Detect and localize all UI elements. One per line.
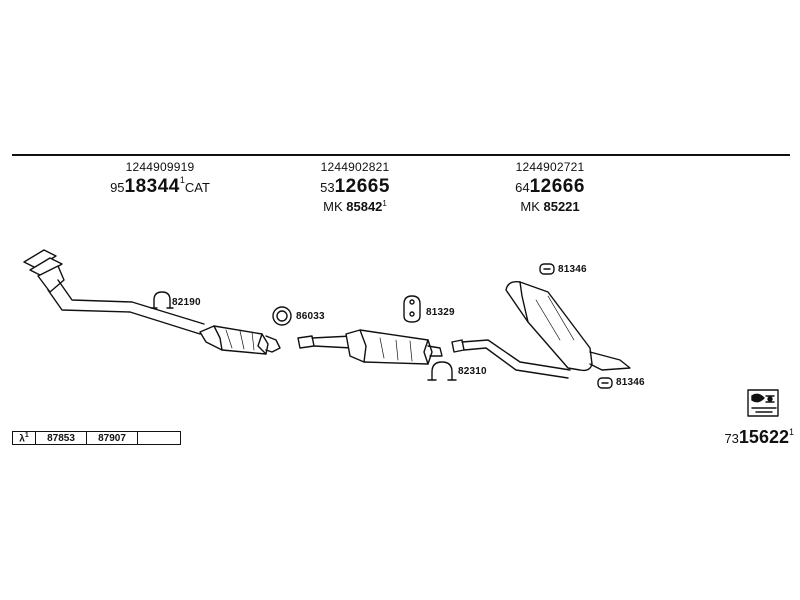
clamp-1-icon bbox=[150, 291, 174, 309]
header-rule bbox=[12, 154, 790, 156]
ref-code-empty bbox=[137, 430, 181, 446]
part-number-2: 5312665 bbox=[275, 176, 435, 198]
rear-silencer bbox=[451, 280, 631, 379]
oe-number-2: 1244902821 bbox=[320, 160, 390, 174]
clamp-2-icon bbox=[427, 361, 457, 381]
part-prefix-1: 95 bbox=[110, 180, 125, 195]
mk-label-2: MK bbox=[323, 199, 343, 214]
catalytic-converter bbox=[199, 325, 281, 355]
hanger-bottom-icon bbox=[597, 377, 613, 389]
footer-prefix: 73 bbox=[724, 431, 739, 446]
oe-number-1: 1244909919 bbox=[125, 160, 195, 174]
part-main-1: 18344 bbox=[124, 176, 180, 197]
ref-table: λ1 87853 87907 bbox=[12, 430, 181, 446]
lambda-sup: 1 bbox=[24, 432, 29, 439]
gasket-icon bbox=[272, 306, 292, 326]
part-column-1: 1244909919 95183441CAT bbox=[80, 160, 240, 198]
mount-icon bbox=[403, 295, 421, 323]
mk-value-3: 85221 bbox=[543, 199, 580, 214]
part-column-3: 1244902721 6412666 MK 85221 bbox=[470, 160, 630, 214]
front-pipe bbox=[23, 249, 205, 335]
oe-number-3: 1244902721 bbox=[515, 160, 585, 174]
ref-code-1: 87853 bbox=[35, 430, 87, 446]
part-number-3: 6412666 bbox=[470, 176, 630, 198]
label-clamp-1: 82190 bbox=[172, 297, 201, 308]
mk-sup-2: 1 bbox=[382, 199, 387, 208]
footer-part-number: 73156221 bbox=[724, 427, 794, 448]
part-main-3: 12666 bbox=[529, 176, 585, 197]
part-sup-1: 1 bbox=[179, 175, 185, 185]
label-hanger-top: 81346 bbox=[558, 264, 587, 275]
lambda-symbol: λ bbox=[19, 433, 25, 445]
label-gasket: 86033 bbox=[296, 311, 325, 322]
part-suffix-1: CAT bbox=[184, 180, 210, 195]
part-number-1: 95183441CAT bbox=[80, 175, 240, 198]
label-hanger-bottom: 81346 bbox=[616, 377, 645, 388]
mk-number-3: MK 85221 bbox=[470, 199, 630, 214]
footer-sup: 1 bbox=[788, 427, 794, 437]
ref-code-2: 87907 bbox=[86, 430, 138, 446]
mk-label-3: MK bbox=[520, 199, 540, 214]
lambda-cell: λ1 bbox=[12, 430, 36, 446]
mk-number-2: MK 858421 bbox=[275, 199, 435, 214]
part-column-2: 1244902821 5312665 MK 858421 bbox=[275, 160, 435, 214]
label-mount: 81329 bbox=[426, 307, 455, 318]
part-prefix-2: 53 bbox=[320, 180, 335, 195]
fitting-kit-icon bbox=[747, 389, 779, 417]
mk-value-2: 85842 bbox=[346, 199, 383, 214]
middle-silencer bbox=[297, 329, 443, 365]
label-clamp-2: 82310 bbox=[458, 366, 487, 377]
part-prefix-3: 64 bbox=[515, 180, 530, 195]
footer-number: 15622 bbox=[738, 427, 789, 447]
hanger-top-icon bbox=[539, 263, 555, 275]
part-main-2: 12665 bbox=[334, 176, 390, 197]
